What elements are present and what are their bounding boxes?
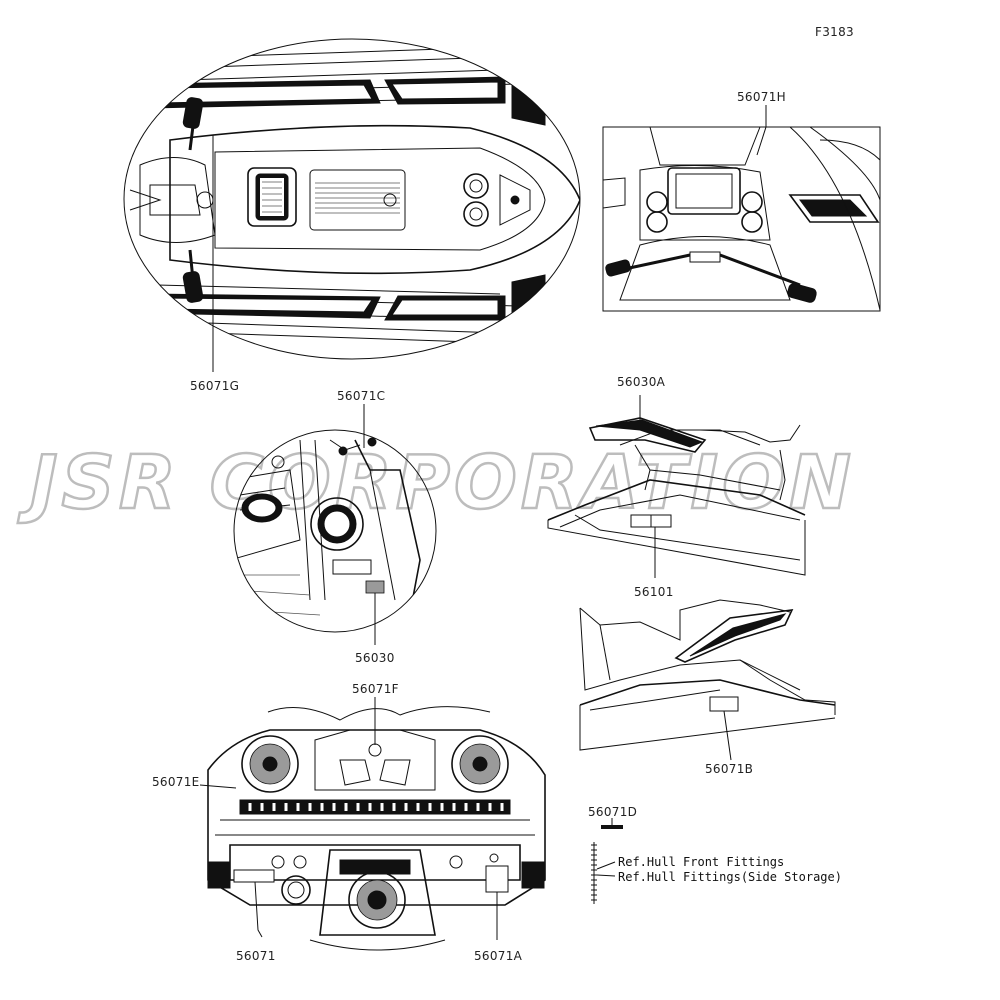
part-label-56071b: 56071B bbox=[705, 762, 753, 776]
watermark-text: JSR CORPORATION bbox=[17, 440, 855, 526]
figure-code: F3183 bbox=[815, 25, 854, 39]
part-label-56030a: 56030A bbox=[617, 375, 666, 389]
part-label-56071g: 56071G bbox=[190, 379, 239, 393]
console-view-illustration bbox=[602, 105, 881, 312]
part-label-56071h: 56071H bbox=[737, 90, 786, 104]
part-label-56030: 56030 bbox=[355, 651, 395, 665]
ref-hull-fittings-side-storage[interactable]: Ref.Hull Fittings(Side Storage) bbox=[618, 870, 842, 884]
label-56071d-sticker bbox=[601, 825, 623, 829]
storage-closeup-illustration bbox=[233, 404, 437, 645]
ref-hull-front-fittings[interactable]: Ref.Hull Front Fittings bbox=[618, 855, 784, 869]
side-view-upper-illustration bbox=[547, 395, 806, 578]
part-label-56071a: 56071A bbox=[474, 949, 523, 963]
part-label-56071c: 56071C bbox=[337, 389, 385, 403]
part-label-56071e: 56071E bbox=[152, 775, 200, 789]
top-view-deck-illustration bbox=[123, 38, 581, 372]
part-label-56071: 56071 bbox=[236, 949, 276, 963]
side-view-lower-illustration bbox=[579, 599, 836, 761]
rear-view-illustration bbox=[199, 697, 546, 951]
part-label-56071f: 56071F bbox=[352, 682, 399, 696]
part-label-56071d: 56071D bbox=[588, 805, 637, 819]
reference-notes bbox=[591, 818, 623, 904]
watermark: JSR CORPORATION bbox=[16, 439, 855, 528]
part-label-56101: 56101 bbox=[634, 585, 674, 599]
